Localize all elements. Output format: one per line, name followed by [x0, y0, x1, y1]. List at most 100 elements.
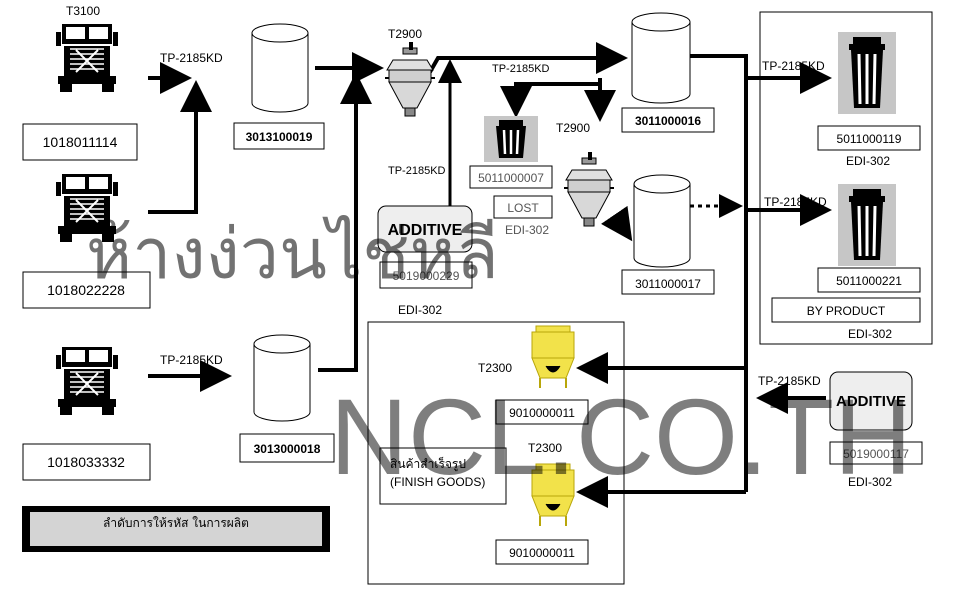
tp-label-4: TP-2185KD: [388, 165, 446, 177]
trash-icon: [482, 114, 540, 164]
mixer-2: T2900: [556, 121, 615, 227]
truck-icon: [55, 344, 119, 416]
mixer-1: T2900: [384, 27, 436, 117]
silo-1-code: 9010000011: [509, 406, 575, 420]
tank-1: 3013100019: [233, 23, 325, 150]
out2-code-box: [817, 267, 921, 293]
truck-icon: [55, 21, 119, 93]
additive-2-code: 5019000117: [843, 447, 909, 461]
output-bin-2: 5011000221 BY PRODUCT EDI-302: [771, 182, 921, 341]
mixer-icon: [384, 41, 436, 117]
truck-2: 1018022228: [22, 171, 151, 309]
tank-3-code: 3011000016: [635, 114, 701, 128]
silo-1-code-box: [495, 399, 589, 425]
flow-mixer2-to-tank: [601, 205, 633, 242]
legend-inner: [30, 512, 322, 546]
tank-2: 3013000018: [239, 334, 335, 463]
flow-mixer-to-tank: [428, 42, 628, 74]
lost-label-box: [493, 195, 553, 219]
out1-edi: EDI-302: [846, 154, 890, 168]
additive-1-badge: [377, 205, 473, 253]
out1-code-box: [817, 125, 921, 151]
tank-top: [253, 334, 311, 354]
out2-edi: EDI-302: [848, 327, 892, 341]
finish-goods-label-box: [379, 447, 507, 505]
tank-top: [251, 23, 309, 43]
additive-1-code-box: [379, 261, 473, 289]
output-group-frame: [759, 11, 933, 345]
tp-label-1: TP-2185KD: [160, 51, 223, 65]
out2-label: BY PRODUCT: [807, 304, 886, 318]
tank-body: [251, 33, 309, 113]
silo-2: T2300 9010000011: [495, 441, 589, 565]
out2-code: 5011000221: [836, 274, 902, 288]
tank-3-code-box: [621, 107, 715, 133]
trash-icon: [836, 182, 898, 268]
legend-text: ลำดับการให้รหัส ในการผลิต: [103, 516, 249, 530]
silo-1-label: T2300: [478, 361, 512, 375]
silo-1: T2300 9010000011: [478, 325, 589, 425]
additive-1-edi: EDI-302: [398, 303, 442, 317]
additive-2-text: ADDITIVE: [836, 393, 906, 410]
watermark-ncl: NCL.CO.TH: [330, 376, 912, 497]
tp-label-5: TP-2185KD: [762, 59, 825, 73]
truck-2-code-box: [22, 271, 151, 309]
flow-main-vertical: [690, 54, 748, 492]
flow-lower-tank-up: [318, 72, 372, 372]
flow-truck2-up: [148, 80, 212, 214]
tp-label-2: TP-2185KD: [160, 353, 223, 367]
lost-label: LOST: [507, 201, 539, 215]
mixer-2-label: T2900: [556, 121, 590, 135]
additive-2-code-box: [829, 441, 923, 465]
tank-1-code-box: [233, 122, 325, 150]
additive-2-badge: [829, 371, 913, 431]
tank-4-code-box: [621, 269, 715, 295]
silo-2-label: T2300: [528, 441, 562, 455]
tank-body: [253, 344, 311, 422]
truck-1: T3100 1018011114: [22, 4, 138, 161]
tank-4-code: 3011000017: [635, 277, 701, 291]
lost-code-box: [469, 165, 553, 189]
lost-bin: 5011000007 LOST EDI-302: [469, 114, 553, 237]
finish-goods-thai: สินค้าสำเร็จรูป: [390, 456, 466, 472]
tp-label-7: TP-2185KD: [758, 374, 821, 388]
silo-2-code-box: [495, 539, 589, 565]
finish-goods-english: (FINISH GOODS): [390, 475, 485, 489]
legend: ลำดับการให้รหัส ในการผลิต: [22, 506, 330, 552]
additive-1-text: ADDITIVE: [388, 222, 463, 239]
watermark-thai: ห้างง่วนไช่หลี: [86, 213, 499, 295]
tank-1-code: 3013100019: [246, 130, 313, 144]
finish-goods-frame: [367, 321, 625, 585]
lost-code: 5011000007: [478, 171, 544, 185]
lost-edi: EDI-302: [505, 223, 549, 237]
tp-label-6: TP-2185KD: [764, 195, 827, 209]
trash-icon: [836, 30, 898, 116]
truck-1-label: T3100: [66, 4, 100, 18]
tank-2-code-box: [239, 433, 335, 463]
tank-2-code: 3013000018: [254, 442, 321, 456]
out2-label-box: [771, 297, 921, 323]
flow-tank-to-lost: [500, 82, 600, 118]
tank-3: 3011000016: [621, 12, 715, 133]
additive-1: ADDITIVE 5019000229 EDI-302: [377, 205, 473, 317]
truck-3: 1018033332: [22, 344, 151, 481]
out1-code: 5011000119: [837, 132, 902, 146]
tank-body: [631, 22, 691, 104]
tp-label-3: TP-2185KD: [492, 63, 550, 75]
silo-2-code: 9010000011: [509, 546, 575, 560]
tank-top: [633, 174, 691, 194]
truck-1-code: 1018011114: [43, 134, 118, 150]
additive-2: ADDITIVE 5019000117 EDI-302: [829, 371, 923, 489]
mixer-1-label: T2900: [388, 27, 422, 41]
tank-body: [633, 184, 691, 268]
tank-4: 3011000017: [621, 174, 715, 295]
additive-2-edi: EDI-302: [848, 475, 892, 489]
truck-2-code: 1018022228: [47, 282, 125, 298]
output-bin-1: 5011000119 EDI-302: [817, 30, 921, 168]
mixer-icon: [563, 151, 615, 227]
tank-top: [631, 12, 691, 32]
truck-3-code-box: [22, 443, 151, 481]
truck-3-code: 1018033332: [47, 454, 125, 470]
truck-1-code-box: [22, 123, 138, 161]
